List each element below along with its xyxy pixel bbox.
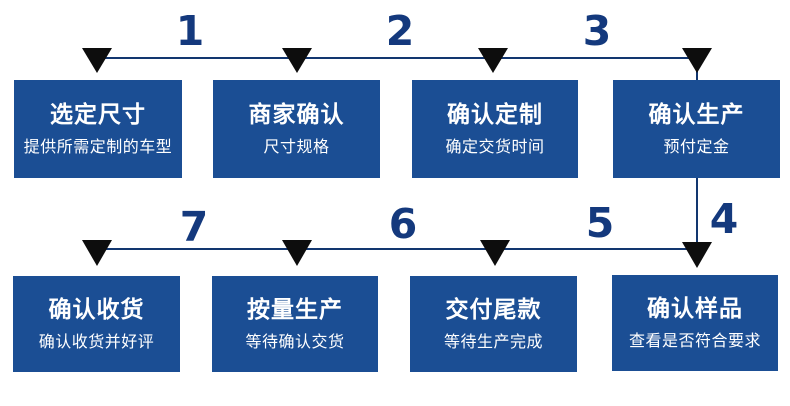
box-subtitle: 等待生产完成 [443,331,543,351]
box-title: 确认收货 [48,296,145,323]
box-subtitle: 预付定金 [663,136,730,156]
box-title: 确认生产 [648,101,745,128]
step-number-4: 4 [709,195,739,243]
box-production-by-quantity: 按量生产 等待确认交货 [212,276,378,372]
step-number-1: 1 [175,7,205,55]
arrow-down-icon [478,48,508,73]
box-confirm-receipt: 确认收货 确认收货并好评 [13,276,180,372]
arrow-down-icon [282,240,312,266]
box-confirm-customization: 确认定制 确定交货时间 [412,80,578,178]
box-subtitle: 尺寸规格 [263,136,330,156]
step-number-3: 3 [582,7,612,55]
box-select-size: 选定尺寸 提供所需定制的车型 [14,80,182,178]
arrow-down-icon [682,242,712,268]
arrow-down-icon [82,48,112,73]
arrow-down-icon [480,240,510,266]
box-subtitle: 等待确认交货 [245,331,345,351]
box-title: 确认定制 [447,101,543,128]
step-number-6: 6 [388,200,418,248]
box-subtitle: 提供所需定制的车型 [23,136,173,156]
box-subtitle: 确认收货并好评 [38,331,155,351]
box-confirm-production: 确认生产 预付定金 [613,80,780,178]
box-subtitle: 确定交货时间 [445,136,545,156]
box-title: 交付尾款 [445,296,542,323]
box-title: 按量生产 [247,296,343,323]
box-merchant-confirm: 商家确认 尺寸规格 [213,80,380,178]
step-number-2: 2 [385,7,415,55]
box-confirm-sample: 确认样品 查看是否符合要求 [612,275,778,371]
arrow-down-icon [282,48,312,73]
box-title: 确认样品 [647,295,743,322]
arrow-down-icon [82,240,112,266]
box-pay-balance: 交付尾款 等待生产完成 [410,276,577,372]
step-number-5: 5 [585,199,615,247]
box-subtitle: 查看是否符合要求 [628,330,761,350]
step-number-7: 7 [179,203,209,251]
arrow-down-icon [682,48,712,73]
box-title: 选定尺寸 [50,101,146,128]
box-title: 商家确认 [248,101,345,128]
